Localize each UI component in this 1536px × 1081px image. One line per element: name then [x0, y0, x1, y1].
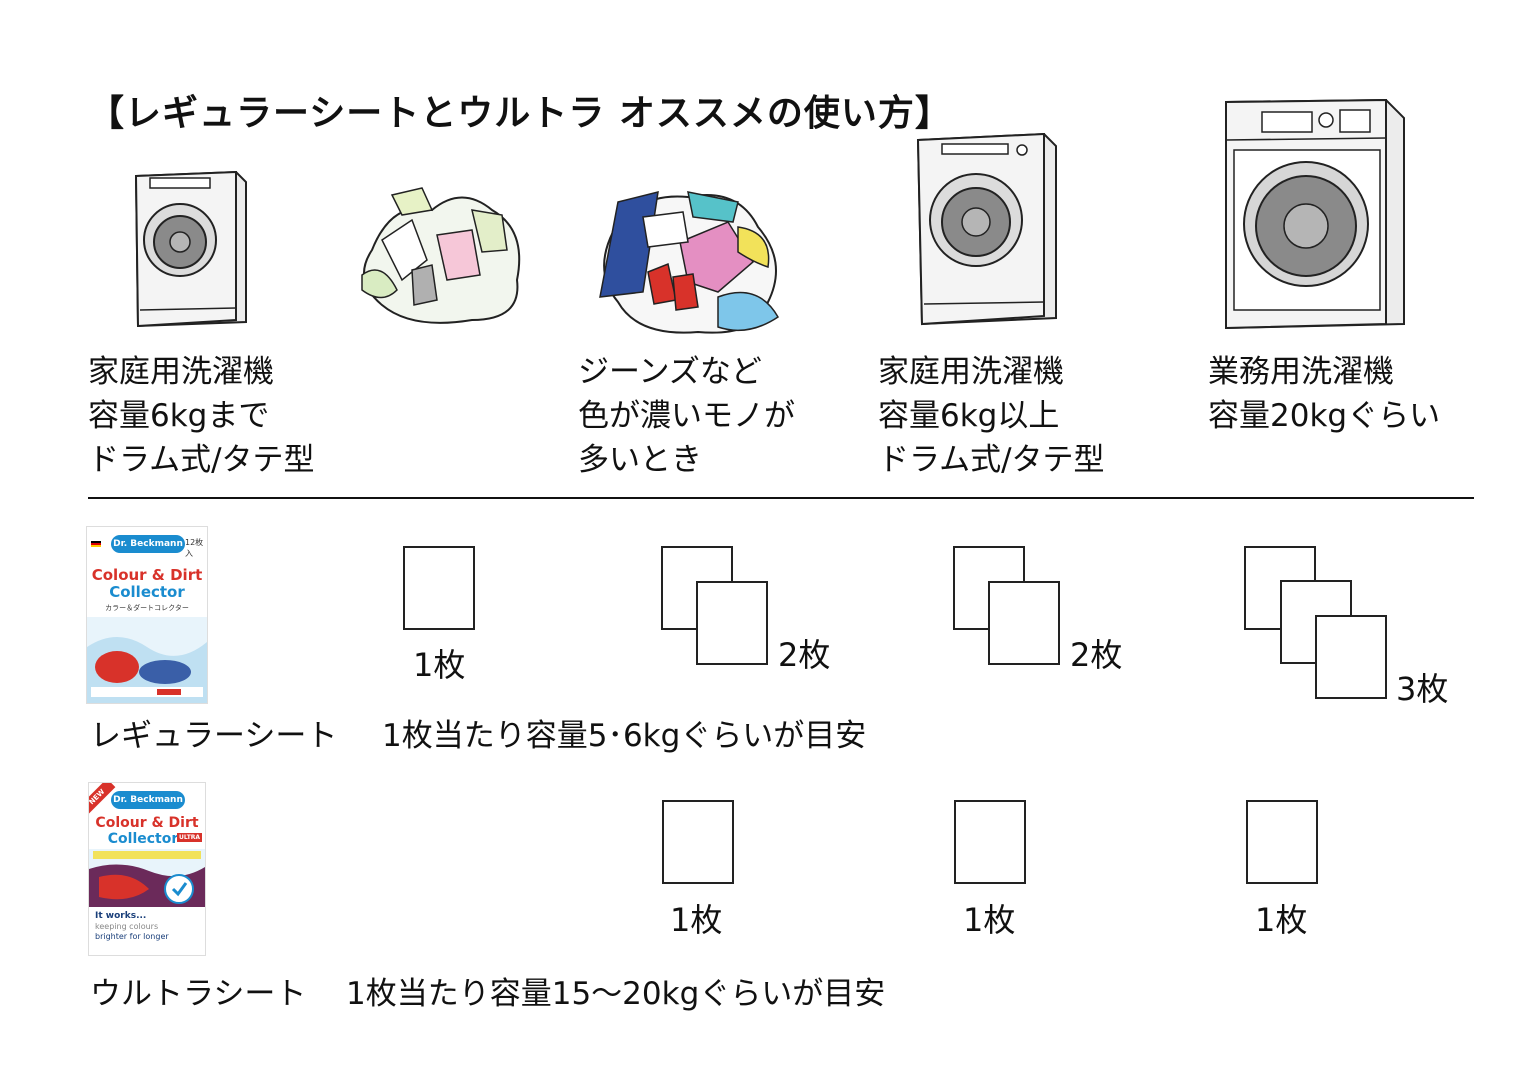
caption-commercial: 業務用洗濯機 容量20kgぐらい — [1208, 350, 1440, 438]
package-badge: 12枚入 — [185, 538, 204, 558]
sheet-icon — [662, 800, 734, 884]
package-tagline-3: brighter for longer — [95, 932, 169, 941]
caption-line: 業務用洗濯機 — [1208, 354, 1394, 390]
washing-machine-commercial-icon — [1225, 98, 1405, 330]
package-ultra-tag: ULTRA — [177, 833, 203, 842]
caption-line: 容量20kgぐらい — [1208, 398, 1441, 434]
package-tagline-2: keeping colours — [95, 922, 159, 931]
package-artwork-icon — [89, 849, 205, 907]
ultra-count-1: 1枚 — [670, 901, 723, 939]
ultra-sheet-note: 1枚当たり容量15〜20kgぐらいが目安 — [346, 976, 886, 1012]
regular-sheet-note: 1枚当たり容量5･6kgぐらいが目安 — [382, 718, 867, 754]
caption-line: 容量6kgまで — [88, 398, 270, 434]
regular-sheet-package: Dr. Beckmann 12枚入 Colour & Dirt Collecto… — [86, 526, 208, 704]
caption-dark-clothes: ジーンズなど 色が濃いモノが 多いとき — [578, 350, 795, 482]
sheet-icon — [1315, 615, 1387, 699]
ultra-sheet-label: ウルトラシート — [90, 976, 307, 1012]
package-name-line2: Collector — [109, 583, 185, 601]
washing-machine-drum-small-icon — [134, 170, 247, 328]
package-subtitle: カラー＆ダートコレクター — [105, 604, 189, 612]
regular-count-4: 3枚 — [1396, 670, 1449, 708]
caption-line: 色が濃いモノが — [578, 398, 795, 434]
package-brand: Dr. Beckmann — [111, 791, 185, 809]
regular-count-3: 2枚 — [1070, 636, 1123, 674]
sheet-icon — [1246, 800, 1318, 884]
package-brand: Dr. Beckmann — [111, 535, 185, 553]
ultra-count-2: 1枚 — [963, 901, 1016, 939]
regular-sheet-label: レギュラーシート — [90, 718, 338, 754]
package-name-line2: Collector — [107, 831, 179, 847]
ultra-sheet-package: NEW Dr. Beckmann Colour & Dirt Collector… — [88, 782, 206, 956]
caption-line: 家庭用洗濯機 — [88, 354, 274, 390]
ultra-count-3: 1枚 — [1255, 901, 1308, 939]
caption-line: ジーンズなど — [578, 354, 762, 390]
caption-home-small: 家庭用洗濯機 容量6kgまで ドラム式/タテ型 — [88, 350, 315, 482]
package-artwork-icon — [87, 617, 207, 703]
regular-count-1: 1枚 — [413, 646, 466, 684]
caption-line: ドラム式/タテ型 — [878, 442, 1105, 478]
section-divider — [88, 497, 1474, 499]
page-title: 【レギュラーシートとウルトラ オススメの使い方】 — [88, 93, 952, 134]
caption-line: 多いとき — [578, 442, 702, 478]
caption-line: ドラム式/タテ型 — [88, 442, 315, 478]
regular-count-2: 2枚 — [778, 636, 831, 674]
laundry-pile-dark-icon — [599, 190, 779, 334]
sheet-icon — [954, 800, 1026, 884]
washing-machine-drum-large-icon — [916, 132, 1057, 326]
german-flag-icon — [91, 541, 101, 547]
package-tagline-1: It works... — [95, 911, 147, 921]
package-name-line1: Colour & Dirt — [91, 566, 203, 584]
caption-line: 家庭用洗濯機 — [878, 354, 1064, 390]
caption-line: 容量6kg以上 — [878, 398, 1060, 434]
sheet-icon — [403, 546, 475, 630]
laundry-pile-light-icon — [361, 187, 521, 324]
sheet-icon — [696, 581, 768, 665]
caption-home-large: 家庭用洗濯機 容量6kg以上 ドラム式/タテ型 — [878, 350, 1105, 482]
package-name-line1: Colour & Dirt — [95, 815, 199, 831]
sheet-icon — [988, 581, 1060, 665]
